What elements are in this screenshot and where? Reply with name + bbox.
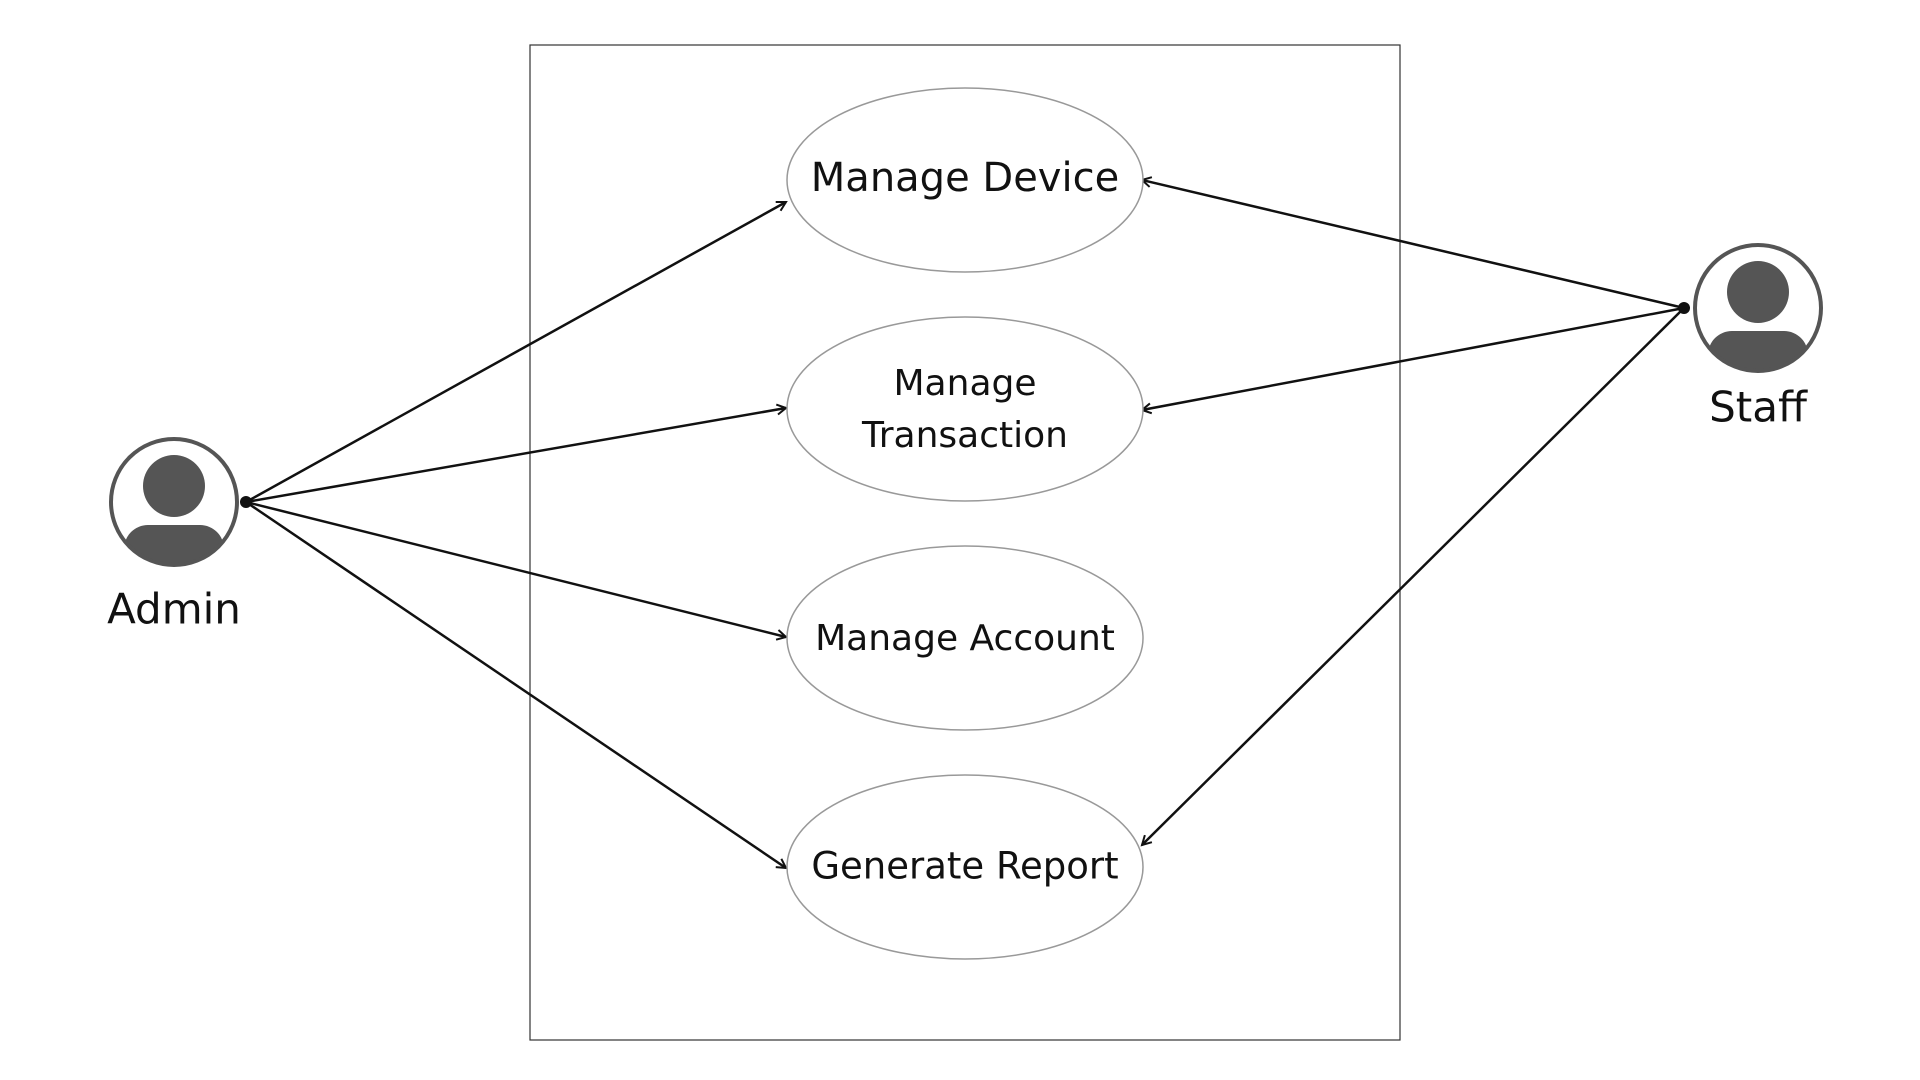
user-avatar-icon	[1693, 243, 1823, 373]
use-case-ellipse	[786, 545, 1144, 731]
user-avatar-icon	[109, 437, 239, 567]
association-admin-manage-account	[245, 500, 786, 637]
system-boundary	[529, 44, 1401, 1041]
use-case-manage-account[interactable]: Manage Account	[786, 545, 1144, 731]
staff-associations	[1142, 180, 1685, 845]
association-admin-generate-report	[245, 500, 786, 868]
use-case-label: Generate Report	[811, 845, 1118, 888]
use-case-label: Manage Account	[815, 618, 1115, 659]
association-admin-manage-transaction	[245, 408, 786, 504]
association-admin-manage-device	[245, 200, 786, 504]
use-case-manage-device[interactable]: Manage Device	[786, 87, 1144, 273]
staff-connector-dot	[1678, 302, 1690, 314]
actor-admin[interactable]: Admin	[107, 437, 241, 634]
use-case-generate-report[interactable]: Generate Report	[786, 774, 1144, 960]
use-case-label-line-1: Manage	[894, 363, 1037, 404]
actor-label: Staff	[1709, 383, 1808, 432]
use-case-manage-transaction[interactable]: Manage Transaction	[786, 316, 1144, 502]
use-case-label: Manage Device	[811, 155, 1119, 201]
association-staff-manage-device	[1142, 180, 1685, 310]
admin-associations	[245, 200, 786, 868]
use-case-ellipse	[786, 87, 1144, 273]
association-staff-generate-report	[1142, 307, 1685, 845]
use-case-ellipse	[786, 774, 1144, 960]
association-staff-manage-transaction	[1142, 306, 1685, 410]
use-case-ellipse	[786, 316, 1144, 502]
actor-label: Admin	[107, 585, 241, 634]
actor-staff[interactable]: Staff	[1693, 243, 1823, 432]
use-case-label-line-2: Transaction	[861, 415, 1068, 456]
admin-connector-dot	[240, 496, 252, 508]
